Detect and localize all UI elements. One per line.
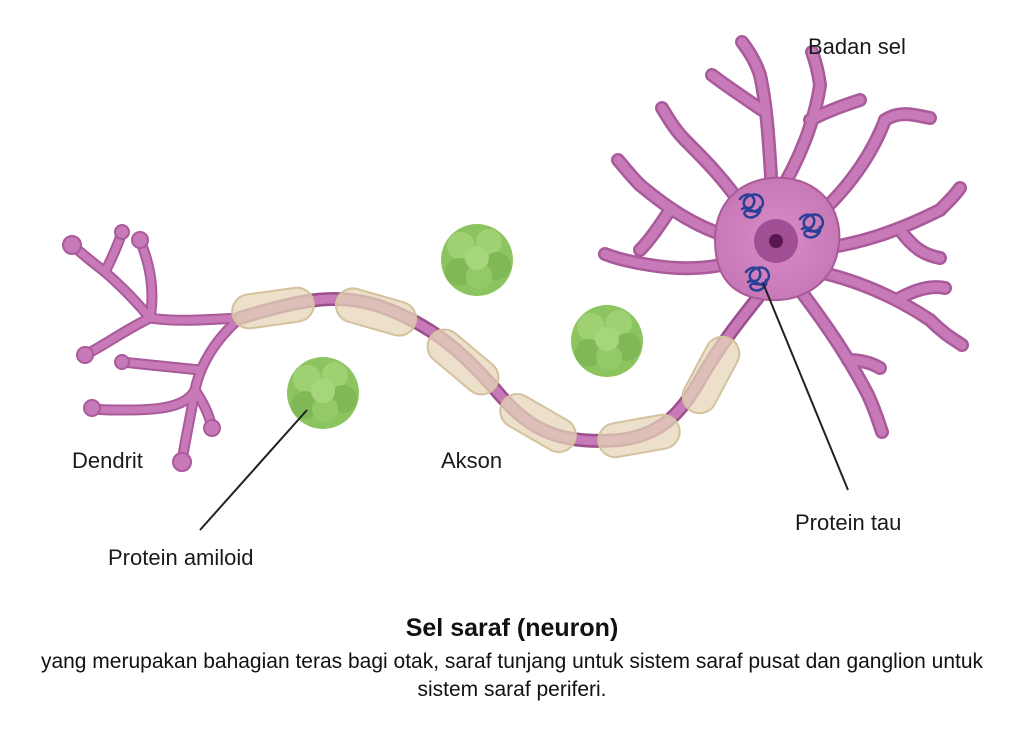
myelin-segment xyxy=(681,335,741,415)
amyloid-plaque xyxy=(441,224,513,296)
tau-tangle xyxy=(738,193,765,219)
myelin-segment xyxy=(499,393,577,453)
label-tau: Protein tau xyxy=(795,510,902,535)
myelin-sheath xyxy=(231,286,741,459)
caption-description: yang merupakan bahagian teras bagi otak,… xyxy=(40,650,984,701)
neuron-diagram xyxy=(62,35,969,531)
label-dendrite: Dendrit xyxy=(72,448,143,473)
amyloid-pointer xyxy=(199,409,308,531)
cell-body xyxy=(598,35,969,439)
nucleolus xyxy=(769,234,783,248)
myelin-segment xyxy=(426,328,500,396)
label-axon: Akson xyxy=(441,448,503,473)
myelin-segment xyxy=(597,413,681,459)
pointer-lines xyxy=(199,282,849,531)
myelin-segment xyxy=(231,286,315,330)
amyloid-plaque xyxy=(571,305,643,377)
amyloid-plaques xyxy=(287,224,643,429)
tau-tangle xyxy=(798,213,825,239)
myelin-segment xyxy=(334,287,418,337)
tau-pointer xyxy=(762,282,849,491)
label-amyloid: Protein amiloid xyxy=(108,545,254,570)
caption-title: Sel saraf (neuron) xyxy=(405,614,619,642)
label-cell-body: Badan sel xyxy=(808,34,906,59)
dendrite-tree xyxy=(62,224,246,472)
amyloid-plaque xyxy=(287,357,359,429)
